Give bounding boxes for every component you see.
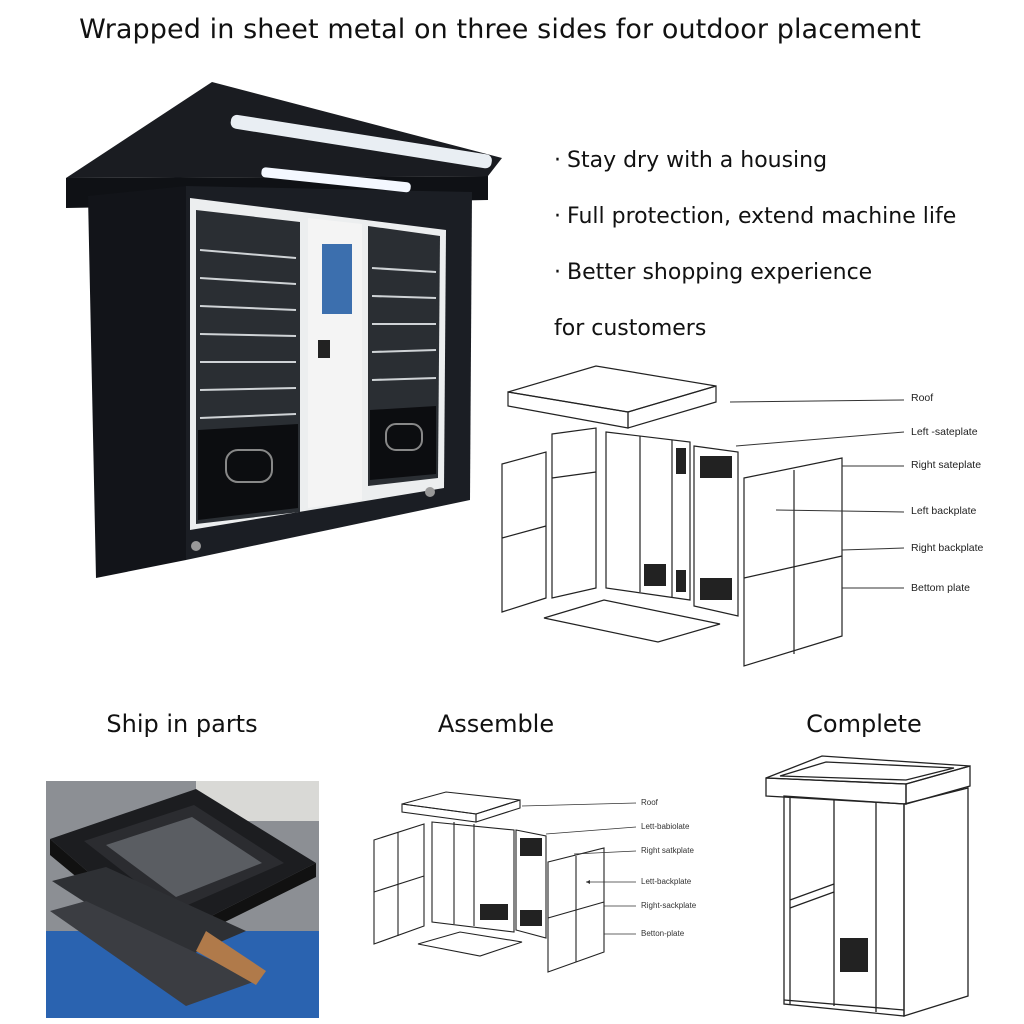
bullet-3: ·Better shopping experience: [554, 260, 873, 285]
ship-in-parts-photo: [46, 781, 319, 1018]
page-title: Wrapped in sheet metal on three sides fo…: [79, 14, 921, 45]
assemble-label-right-satkplate: Right satkplate: [641, 846, 694, 855]
bullet-2: ·Full protection, extend machine life: [554, 204, 957, 229]
bullet-2-text: Full protection, extend machine life: [567, 204, 957, 229]
label-left-backplate: Left backplate: [911, 505, 977, 517]
assemble-label-lett-backplate: Lett-backplate: [641, 877, 692, 886]
exploded-diagram: [501, 365, 905, 667]
assemble-label-roof: Roof: [641, 798, 658, 807]
bullet-1: ·Stay dry with a housing: [554, 148, 828, 173]
bullet-3-text: Better shopping experience: [567, 260, 873, 285]
vending-machine-housing-image: [66, 82, 502, 578]
label-bettom-plate: Bettom plate: [911, 582, 970, 594]
assemble-label-lett-babiolate: Lett-babiolate: [641, 822, 690, 831]
stage-title-ship: Ship in parts: [106, 710, 258, 738]
stage-title-complete: Complete: [806, 710, 922, 738]
label-roof: Roof: [911, 392, 934, 404]
label-right-sateplate: Right sateplate: [911, 459, 982, 471]
bullet-1-text: Stay dry with a housing: [567, 148, 828, 173]
assemble-label-right-sackplate: Right-sackplate: [641, 901, 697, 910]
assemble-label-betton-plate: Betton-plate: [641, 929, 685, 938]
bullet-3-continuation: for customers: [554, 316, 707, 341]
label-right-backplate: Right backplate: [911, 542, 984, 554]
stage-title-assemble: Assemble: [437, 710, 555, 738]
label-left-sateplate: Left -sateplate: [911, 426, 978, 438]
